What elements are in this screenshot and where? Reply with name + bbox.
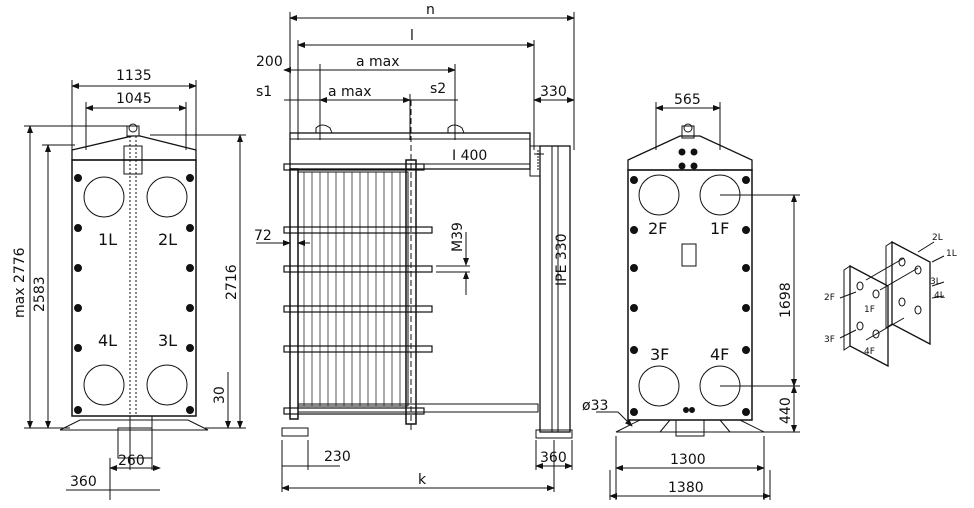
iso-label-1F: 1F — [864, 305, 875, 315]
dim-max-2776: max 2776 — [12, 247, 28, 318]
dim-72: 72 — [254, 228, 272, 244]
dim-200: 200 — [256, 54, 283, 70]
column-label-ipe330: IPE 330 — [554, 233, 570, 286]
dim-30: 30 — [212, 386, 228, 404]
dim-1300: 1300 — [670, 452, 706, 468]
dim-260: 260 — [118, 453, 145, 469]
side-view — [256, 12, 575, 492]
dim-2716: 2716 — [224, 264, 240, 300]
dim-440: 440 — [778, 397, 794, 424]
dim-1045: 1045 — [116, 91, 152, 107]
dim-1380: 1380 — [668, 480, 704, 496]
dim-330: 330 — [540, 84, 567, 100]
port-3L: 3L — [158, 331, 177, 350]
rear-view — [596, 102, 800, 500]
iso-view — [839, 240, 945, 368]
beam-label-i400: I 400 — [452, 148, 487, 164]
iso-view-labels: 2L 1L 3L 4L 2F 1F 3F 4F — [824, 233, 957, 357]
port-4F: 4F — [710, 345, 729, 364]
dim-360-front: 360 — [70, 474, 97, 490]
iso-label-4F: 4F — [864, 347, 875, 357]
port-2L: 2L — [158, 230, 177, 249]
iso-label-3F: 3F — [824, 335, 835, 345]
dim-1135: 1135 — [116, 68, 152, 84]
dim-565: 565 — [674, 92, 701, 108]
dim-a-max-inner: a max — [328, 84, 372, 100]
port-3F: 3F — [650, 345, 669, 364]
dim-360-side: 360 — [540, 450, 567, 466]
bolt-label-m39: M39 — [450, 222, 466, 252]
iso-label-2F: 2F — [824, 293, 835, 303]
dim-k: k — [418, 472, 427, 488]
iso-label-3L: 3L — [930, 277, 941, 287]
dim-a-max-outer: a max — [356, 54, 400, 70]
iso-label-4L: 4L — [934, 291, 945, 301]
front-view-labels: 1135 1045 max 2776 2583 2716 30 260 360 … — [12, 68, 240, 490]
port-4L: 4L — [98, 331, 117, 350]
iso-label-2L: 2L — [932, 233, 943, 243]
dim-l: l — [410, 28, 414, 44]
dim-s1: s1 — [256, 84, 272, 100]
front-view — [24, 80, 246, 500]
port-2F: 2F — [648, 219, 667, 238]
rear-view-labels: 565 1698 440 ø33 1300 1380 2F 1F 3F 4F — [582, 92, 794, 496]
dim-2583: 2583 — [32, 276, 48, 312]
port-1F: 1F — [710, 219, 729, 238]
dim-s2: s2 — [430, 81, 446, 97]
dim-hole-33: ø33 — [582, 398, 608, 414]
side-view-labels: n l 200 a max s1 a max s2 330 I 400 M39 … — [254, 2, 570, 488]
iso-label-1L: 1L — [946, 249, 957, 259]
port-1L: 1L — [98, 230, 117, 249]
dim-230: 230 — [324, 449, 351, 465]
dim-n: n — [426, 2, 435, 18]
dim-1698: 1698 — [778, 282, 794, 318]
